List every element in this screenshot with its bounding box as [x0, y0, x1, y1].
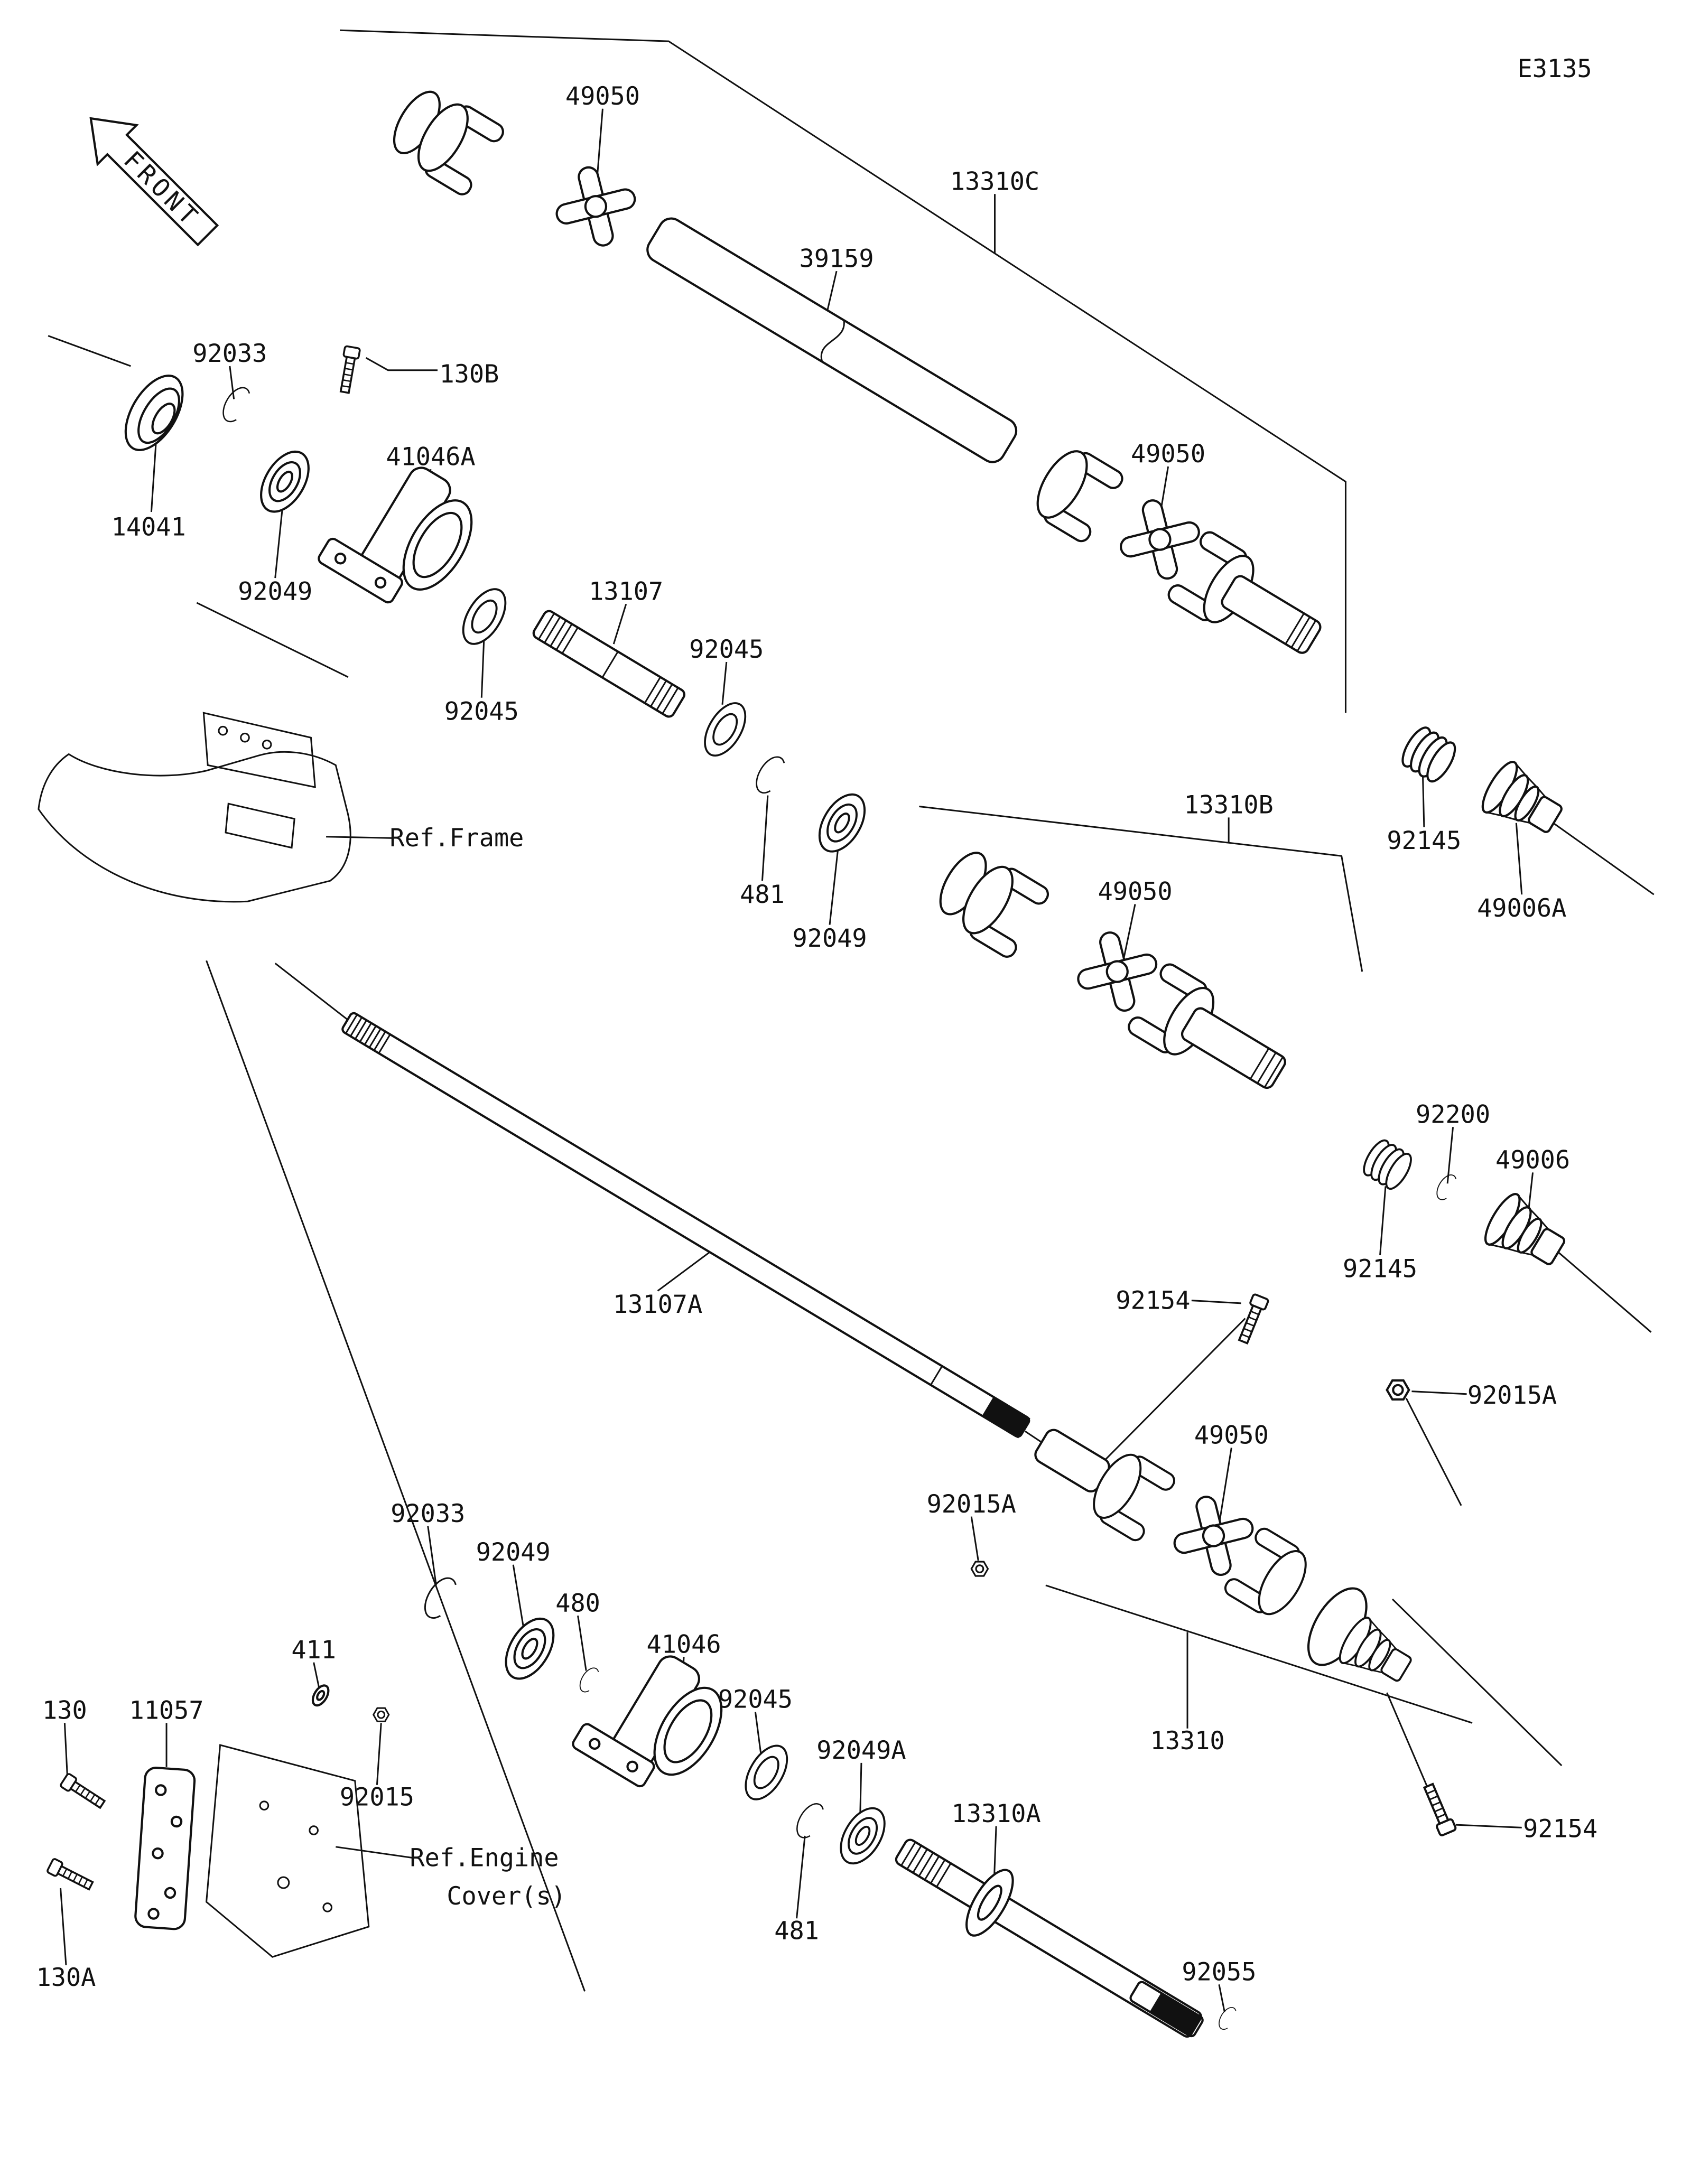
- part-label-13107: 13107: [589, 577, 663, 606]
- ref-frame-outline: [38, 712, 351, 903]
- part-label-130a: 130A: [36, 1963, 96, 1992]
- part-label-41046a: 41046A: [386, 442, 475, 471]
- part-label-49006: 49006: [1495, 1146, 1570, 1175]
- washer: [311, 1684, 330, 1707]
- assembly-top-propshaft: [393, 90, 1571, 845]
- part-label-13310: 13310: [1150, 1726, 1225, 1756]
- part-label-ref-frame: Ref.Frame: [390, 824, 524, 853]
- part-label-13310a: 13310A: [951, 1799, 1040, 1828]
- part-label-92033: 92033: [391, 1499, 465, 1528]
- assembly-center-bearing-holder: [124, 345, 875, 861]
- part-label-49006a: 49006A: [1477, 894, 1566, 923]
- part-label-480: 480: [555, 1589, 600, 1618]
- assembly-bottom-left-shaft: [45, 1572, 1239, 2038]
- part-label-14041: 14041: [112, 512, 186, 542]
- part-label-92049: 92049: [476, 1538, 551, 1567]
- bracket-plate: [134, 1767, 196, 1930]
- part-label-41046: 41046: [647, 1630, 721, 1659]
- part-label-92015: 92015: [340, 1783, 414, 1812]
- long-shaft: [341, 1012, 1030, 1439]
- part-label-481: 481: [740, 880, 785, 909]
- construction-lines: [48, 29, 1655, 1992]
- front-arrow: FRONT: [89, 117, 219, 247]
- part-label-13310b: 13310B: [1184, 790, 1274, 819]
- part-labels-layer: 49050 13310C 39159 92033 130B 41046A 14041 4905…: [36, 82, 1598, 1992]
- part-label-92045: 92045: [689, 635, 764, 664]
- part-label-411: 411: [291, 1636, 336, 1665]
- engine-cover-outline: [206, 1744, 370, 1958]
- part-label-49050: 49050: [1194, 1421, 1269, 1450]
- part-label-49050: 49050: [1098, 878, 1173, 907]
- part-label-39159: 39159: [800, 244, 874, 273]
- part-label-92015a: 92015A: [1467, 1381, 1557, 1410]
- part-label-92145: 92145: [1387, 826, 1461, 855]
- part-label-13107a: 13107A: [613, 1290, 702, 1319]
- assembly-mid-propshaft: [939, 852, 1573, 1277]
- part-label-92200: 92200: [1416, 1100, 1490, 1130]
- part-label-92049: 92049: [238, 577, 312, 606]
- part-label-92055: 92055: [1182, 1957, 1256, 1986]
- part-label-92049a: 92049A: [816, 1736, 906, 1765]
- part-label-92154: 92154: [1116, 1286, 1190, 1315]
- part-label-ref-engine: Ref.Engine: [410, 1843, 559, 1872]
- part-label-92145: 92145: [1343, 1254, 1417, 1283]
- part-label-11057: 11057: [129, 1696, 204, 1725]
- part-label-92045: 92045: [444, 697, 519, 726]
- part-label-92015a: 92015A: [927, 1490, 1016, 1519]
- part-label-130b: 130B: [439, 360, 499, 389]
- part-label-92154: 92154: [1523, 1815, 1597, 1844]
- diagram-code: E3135: [1517, 54, 1592, 83]
- part-label-92049: 92049: [793, 924, 867, 953]
- part-label-49050: 49050: [1131, 440, 1205, 469]
- part-label-cover-s-: Cover(s): [447, 1882, 566, 1911]
- part-label-13310c: 13310C: [950, 167, 1039, 196]
- part-label-481: 481: [774, 1916, 819, 1945]
- part-label-49050: 49050: [565, 82, 640, 111]
- leader-lines: [60, 108, 1534, 2012]
- front-label: FRONT: [118, 145, 206, 233]
- part-label-92033: 92033: [192, 339, 267, 368]
- assembly-bottom-propshaft: [970, 1293, 1457, 1837]
- part-label-92045: 92045: [718, 1685, 793, 1714]
- part-label-130: 130: [42, 1696, 87, 1725]
